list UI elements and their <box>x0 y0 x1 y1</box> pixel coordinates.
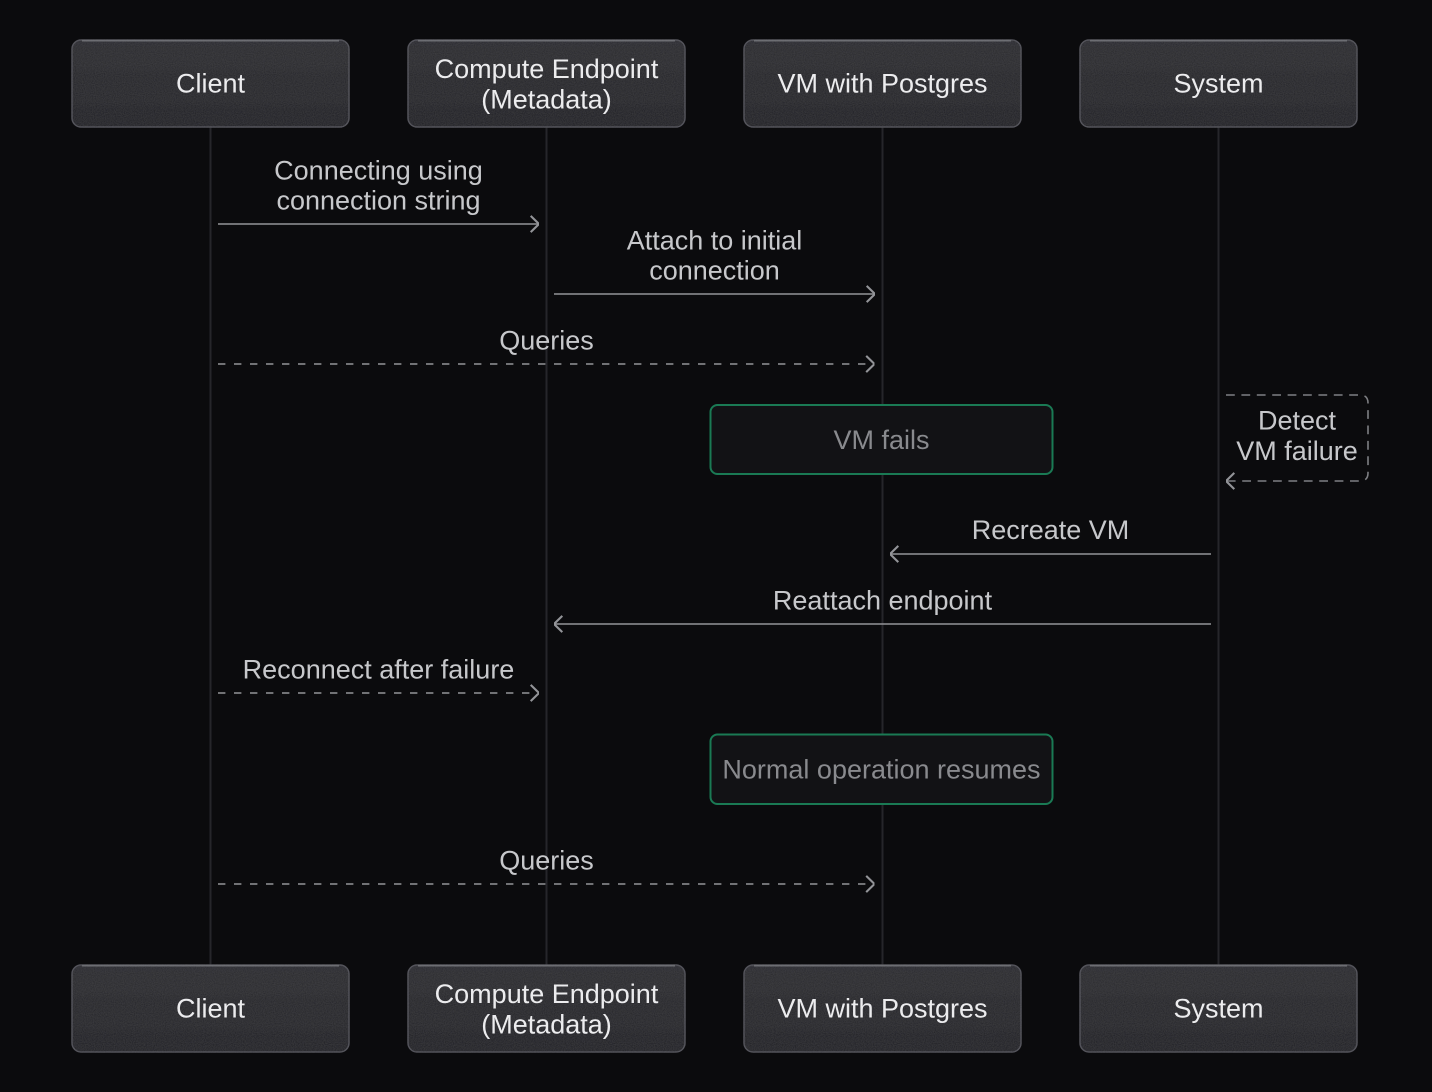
svg-text:VM with Postgres: VM with Postgres <box>777 69 987 99</box>
svg-text:connection string: connection string <box>276 186 480 216</box>
svg-text:Reattach endpoint: Reattach endpoint <box>773 586 993 616</box>
svg-text:System: System <box>1173 994 1263 1024</box>
svg-text:Queries: Queries <box>499 326 594 356</box>
svg-text:Client: Client <box>176 994 246 1024</box>
svg-text:(Metadata): (Metadata) <box>481 1010 612 1040</box>
svg-text:Normal operation resumes: Normal operation resumes <box>722 755 1040 785</box>
svg-text:connection: connection <box>649 256 780 286</box>
svg-text:(Metadata): (Metadata) <box>481 85 612 115</box>
svg-text:Detect: Detect <box>1258 406 1337 436</box>
svg-text:Queries: Queries <box>499 846 594 876</box>
svg-text:Attach to initial: Attach to initial <box>627 226 803 256</box>
svg-text:Reconnect after failure: Reconnect after failure <box>243 655 515 685</box>
svg-text:Connecting using: Connecting using <box>274 156 483 186</box>
svg-text:VM failure: VM failure <box>1236 436 1358 466</box>
svg-text:Compute Endpoint: Compute Endpoint <box>435 979 659 1009</box>
svg-text:VM fails: VM fails <box>833 425 929 455</box>
svg-text:System: System <box>1173 69 1263 99</box>
svg-text:Client: Client <box>176 69 246 99</box>
svg-text:Compute Endpoint: Compute Endpoint <box>435 54 659 84</box>
svg-text:Recreate VM: Recreate VM <box>972 515 1130 545</box>
svg-text:VM with Postgres: VM with Postgres <box>777 994 987 1024</box>
